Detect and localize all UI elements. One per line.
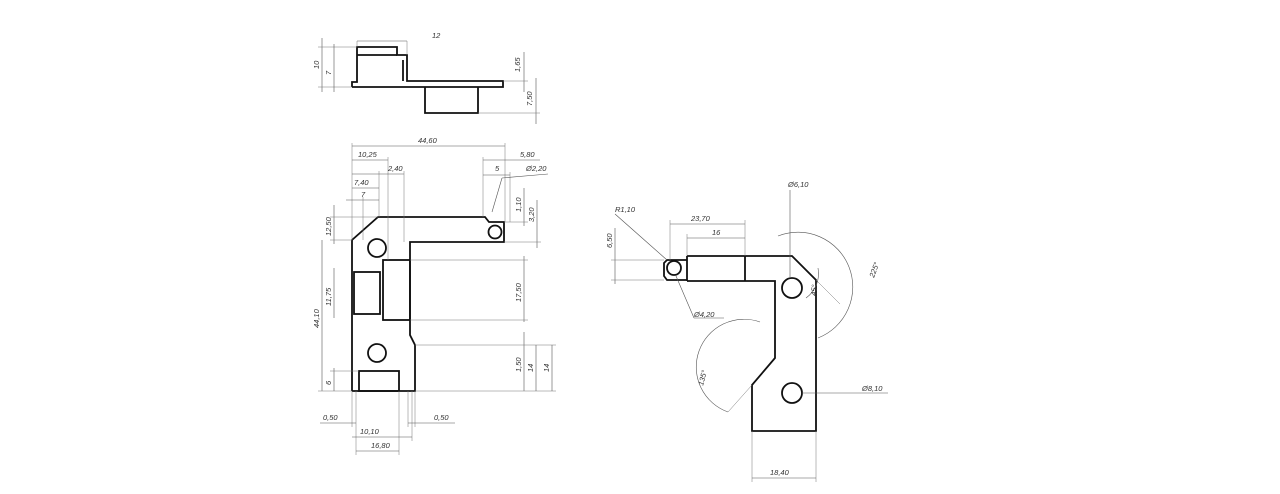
dim-front-7: 7 bbox=[361, 190, 366, 199]
dim-side-1-65: 1,65 bbox=[513, 57, 522, 72]
dim-front-10-10: 10,10 bbox=[360, 427, 380, 436]
front-view-slot bbox=[353, 271, 381, 315]
flat-hole-tip bbox=[666, 260, 682, 276]
dim-flat-hole-bottom: Ø8,10 bbox=[861, 384, 883, 393]
dim-front-5-80: 5,80 bbox=[520, 150, 535, 159]
dim-flat-45: 45° bbox=[809, 284, 819, 296]
flat-hole-top bbox=[781, 277, 803, 299]
dim-front-12-50: 12,50 bbox=[324, 216, 333, 236]
dim-front-10-25: 10,25 bbox=[358, 150, 378, 159]
dim-front-3-20: 3,20 bbox=[527, 207, 536, 222]
side-view-lower-body bbox=[424, 87, 479, 114]
front-view-hole-lower bbox=[367, 343, 387, 363]
dim-flat-hole-top: Ø6,10 bbox=[787, 180, 809, 189]
front-view: 44,60 10,25 5,80 2,40 5 Ø2,20 7,40 7 1,1… bbox=[312, 136, 556, 455]
dim-front-0-50-left: 0,50 bbox=[323, 413, 338, 422]
dim-front-0-50-right: 0,50 bbox=[434, 413, 449, 422]
dim-front-17-50: 17,50 bbox=[514, 282, 523, 302]
dim-front-44-10: 44,10 bbox=[312, 308, 321, 328]
dim-flat-135: 135° bbox=[696, 369, 709, 386]
dim-front-5: 5 bbox=[495, 164, 500, 173]
dim-front-2-40: 2,40 bbox=[387, 164, 403, 173]
dim-side-12: 12 bbox=[432, 31, 441, 40]
side-view-outline bbox=[351, 46, 504, 88]
dim-flat-hole-tip: Ø4,20 bbox=[693, 310, 715, 319]
dim-flat-r1-10: R1,10 bbox=[615, 205, 636, 214]
dim-flat-18-40: 18,40 bbox=[770, 468, 790, 477]
flat-pattern-tip bbox=[663, 259, 687, 281]
dim-front-11-75: 11,75 bbox=[324, 287, 333, 306]
dim-flat-23-70: 23,70 bbox=[690, 214, 711, 223]
dim-side-10: 10 bbox=[312, 60, 321, 69]
dim-front-hole-small: Ø2,20 bbox=[525, 164, 547, 173]
angle-arc-right bbox=[777, 231, 854, 339]
dim-flat-6-50: 6,50 bbox=[605, 233, 614, 248]
dim-front-14-a: 14 bbox=[526, 364, 535, 372]
flat-hole-bottom bbox=[781, 382, 803, 404]
angle-arc-inner bbox=[805, 267, 819, 299]
flat-pattern-outline bbox=[687, 255, 817, 432]
dim-front-14-b: 14 bbox=[542, 364, 551, 372]
dim-front-44-60: 44,60 bbox=[418, 136, 438, 145]
front-view-window bbox=[382, 259, 411, 321]
dim-front-1-10: 1,10 bbox=[514, 197, 523, 212]
dim-front-16-80: 16,80 bbox=[371, 441, 391, 450]
dim-front-6: 6 bbox=[324, 380, 333, 385]
dim-flat-225: 225° bbox=[867, 261, 881, 280]
side-view: 12 10 7 1,65 7,50 bbox=[312, 31, 540, 124]
angle-arc-left bbox=[696, 318, 761, 413]
dim-side-7: 7 bbox=[324, 70, 333, 75]
front-view-tab bbox=[358, 370, 400, 392]
dim-flat-16: 16 bbox=[712, 228, 721, 237]
flat-pattern: R1,10 23,70 16 6,50 Ø6,10 Ø4,20 Ø8,10 22… bbox=[605, 180, 888, 482]
dim-front-7-40: 7,40 bbox=[354, 178, 369, 187]
front-view-outline bbox=[351, 216, 505, 392]
front-view-hole-upper bbox=[367, 238, 387, 258]
dim-side-7-50: 7,50 bbox=[525, 91, 534, 106]
front-view-hole-small bbox=[487, 224, 503, 240]
dim-front-1-50: 1,50 bbox=[514, 357, 523, 372]
